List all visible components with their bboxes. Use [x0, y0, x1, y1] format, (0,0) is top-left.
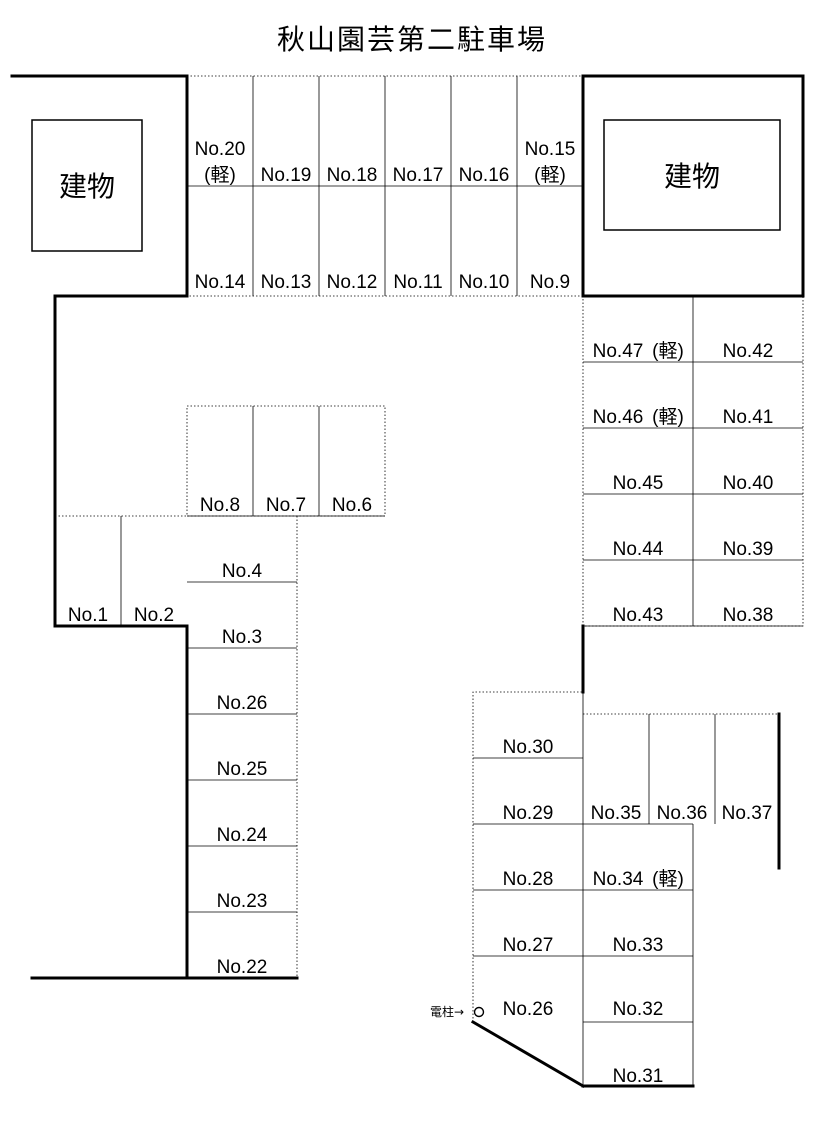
- building-left-label: 建物: [59, 170, 115, 203]
- stall-21-label: No.22: [217, 957, 268, 978]
- stall-35-label: No.35: [591, 803, 642, 824]
- stall-17-label: No.17: [393, 165, 444, 186]
- stall-47-kei-mark: (軽): [652, 340, 684, 362]
- stall-19-label: No.19: [261, 165, 312, 186]
- stall-block-lower: [472, 691, 779, 1086]
- stall-row-top: [186, 75, 584, 297]
- stall-28-label: No.28: [503, 869, 554, 890]
- stall-34-label: No.34: [593, 869, 644, 890]
- stall-44-label: No.44: [613, 539, 664, 560]
- stall-11-label: No.11: [393, 272, 442, 293]
- utility-pole: 電柱→: [430, 1004, 485, 1019]
- stall-27-label: No.27: [503, 935, 554, 956]
- stall-3-label: No.3: [222, 627, 262, 648]
- stall-23-label: No.24: [217, 825, 268, 846]
- stall-34-kei-mark: (軽): [652, 868, 684, 890]
- stall-10-label: No.10: [459, 272, 510, 293]
- stall-4-label: No.4: [222, 561, 263, 582]
- stall-row-middle: [186, 405, 386, 517]
- stall-15-label: No.15: [525, 139, 576, 160]
- stall-33-label: No.33: [613, 935, 664, 956]
- stall-labels: No.20 (軽) No.19 No.18 No.17 No.16 No.15 …: [68, 139, 773, 1087]
- stall-31-label: No.31: [613, 1066, 664, 1087]
- stall-45-label: No.45: [613, 473, 664, 494]
- stall-6-label: No.6: [332, 495, 372, 516]
- stall-39-label: No.39: [723, 539, 774, 560]
- stall-15-kei-mark: (軽): [534, 164, 566, 186]
- utility-pole-label: 電柱→: [430, 1004, 464, 1019]
- stall-2-label: No.2: [134, 605, 174, 626]
- page-title: 秋山園芸第二駐車場: [276, 23, 547, 56]
- stall-block-right: [582, 295, 804, 627]
- stall-29-label: No.29: [503, 803, 554, 824]
- stall-46-label: No.46: [593, 407, 644, 428]
- buildings: 建物 建物: [31, 119, 781, 252]
- stall-38-label: No.38: [723, 605, 774, 626]
- stall-30-label: No.30: [503, 737, 554, 758]
- stall-20-label: No.20: [195, 139, 246, 160]
- stall-13-label: No.13: [261, 272, 312, 293]
- stall-26-label: No.26: [503, 999, 554, 1020]
- stall-8-label: No.8: [200, 495, 240, 516]
- stall-36-label: No.36: [657, 803, 708, 824]
- stall-1-label: No.1: [68, 605, 108, 626]
- stall-column-left: [187, 516, 298, 978]
- utility-pole-marker: [473, 1006, 485, 1018]
- stall-42-label: No.42: [723, 341, 774, 362]
- stall-25-label: No.26: [217, 693, 268, 714]
- wall-diagonal: [470, 1019, 586, 1089]
- stall-7-label: No.7: [266, 495, 306, 516]
- stall-37-label: No.37: [722, 803, 773, 824]
- stall-41-label: No.41: [723, 407, 774, 428]
- stall-32-label: No.32: [613, 999, 664, 1020]
- stall-40-label: No.40: [723, 473, 774, 494]
- stall-22-label: No.23: [217, 891, 268, 912]
- stall-14-label: No.14: [195, 272, 246, 293]
- stall-47-label: No.47: [593, 341, 644, 362]
- stall-grid-lower-outline: [472, 691, 583, 1022]
- stall-18-label: No.18: [327, 165, 378, 186]
- stall-46-kei-mark: (軽): [652, 406, 684, 428]
- lot-walls: [10, 74, 805, 1089]
- stall-12-label: No.12: [327, 272, 378, 293]
- stall-24-label: No.25: [217, 759, 268, 780]
- building-right: [603, 119, 781, 231]
- stall-43-label: No.43: [613, 605, 664, 626]
- stall-9-label: No.9: [530, 272, 570, 293]
- wall-top-left: [10, 74, 189, 980]
- stall-row-left: [55, 515, 187, 626]
- stall-20-kei-mark: (軽): [204, 164, 236, 186]
- building-left: [31, 119, 143, 252]
- stall-16-label: No.16: [459, 165, 510, 186]
- building-right-label: 建物: [664, 160, 720, 193]
